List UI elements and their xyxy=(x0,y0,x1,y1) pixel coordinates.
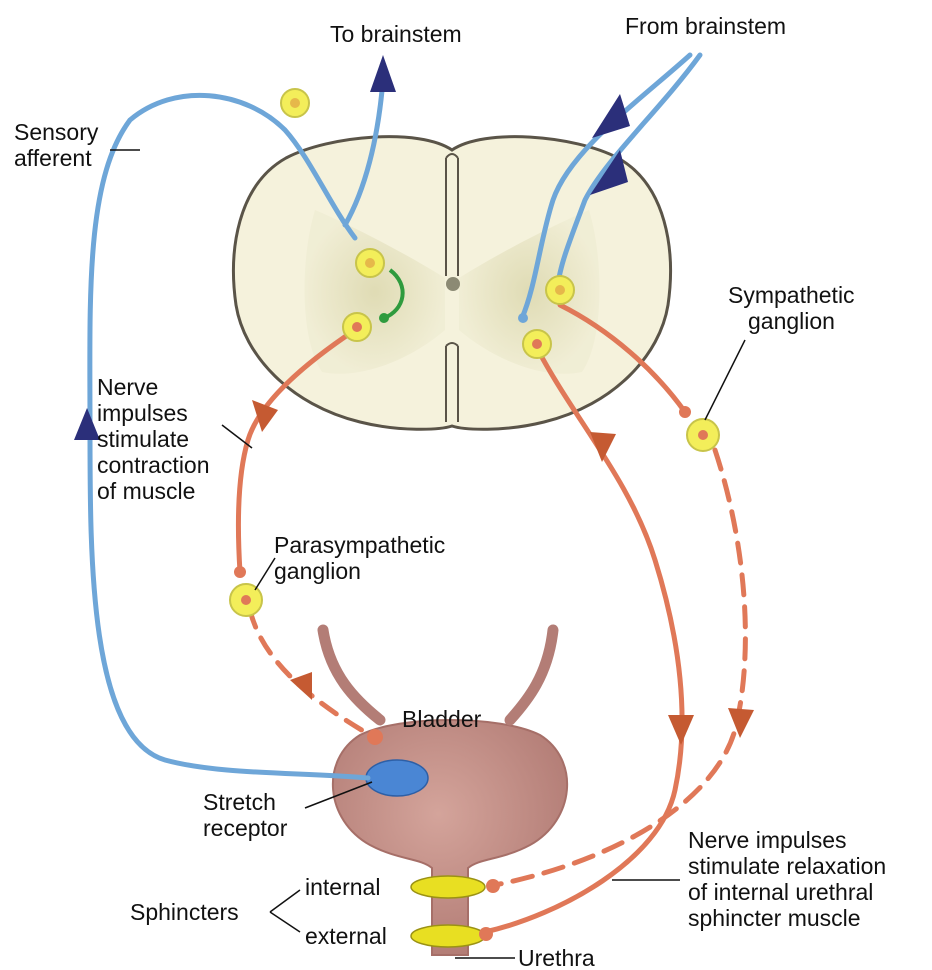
relaxation-label-4: sphincter muscle xyxy=(688,905,861,931)
sympathetic-label-1: Sympathetic xyxy=(728,282,855,308)
to-brainstem-label: To brainstem xyxy=(330,21,462,47)
contraction-label-4: contraction xyxy=(97,452,210,478)
from-brainstem-label: From brainstem xyxy=(625,13,786,39)
arrow-somatic-2 xyxy=(668,715,694,745)
contraction-label-1: Nerve xyxy=(97,374,158,400)
left-ureter xyxy=(323,630,380,720)
contraction-label-3: stimulate xyxy=(97,426,189,452)
sensory-label-2: afferent xyxy=(14,145,92,171)
stretch-receptor xyxy=(366,760,428,796)
parasympathetic-label-1: Parasympathetic xyxy=(274,532,445,558)
arrow-from-brainstem-1 xyxy=(592,94,630,138)
external-label: external xyxy=(305,923,387,949)
arrow-para-post xyxy=(290,672,312,700)
sensory-label-1: Sensory xyxy=(14,119,99,145)
external-sphincter xyxy=(411,925,485,947)
sphincters-label: Sphincters xyxy=(130,899,239,925)
parasympathetic-label-2: ganglion xyxy=(274,558,361,584)
bladder-label: Bladder xyxy=(402,706,482,732)
relaxation-label-2: stimulate relaxation xyxy=(688,853,886,879)
relaxation-label-3: of internal urethral xyxy=(688,879,873,905)
urethra-label: Urethra xyxy=(518,945,595,970)
internal-sphincter xyxy=(411,876,485,898)
right-ureter xyxy=(510,630,553,720)
contraction-label-2: impulses xyxy=(97,400,188,426)
sympathetic-label-2: ganglion xyxy=(748,308,835,334)
internal-label: internal xyxy=(305,874,380,900)
arrow-to-brainstem xyxy=(370,55,396,92)
stretch-label-1: Stretch xyxy=(203,789,276,815)
stretch-label-2: receptor xyxy=(203,815,288,841)
relaxation-label-1: Nerve impulses xyxy=(688,827,847,853)
bladder-organ xyxy=(323,630,567,955)
central-canal xyxy=(446,277,460,291)
arrow-somatic-1 xyxy=(590,432,616,462)
parasympathetic-postganglionic xyxy=(250,610,370,735)
contraction-label-5: of muscle xyxy=(97,478,195,504)
